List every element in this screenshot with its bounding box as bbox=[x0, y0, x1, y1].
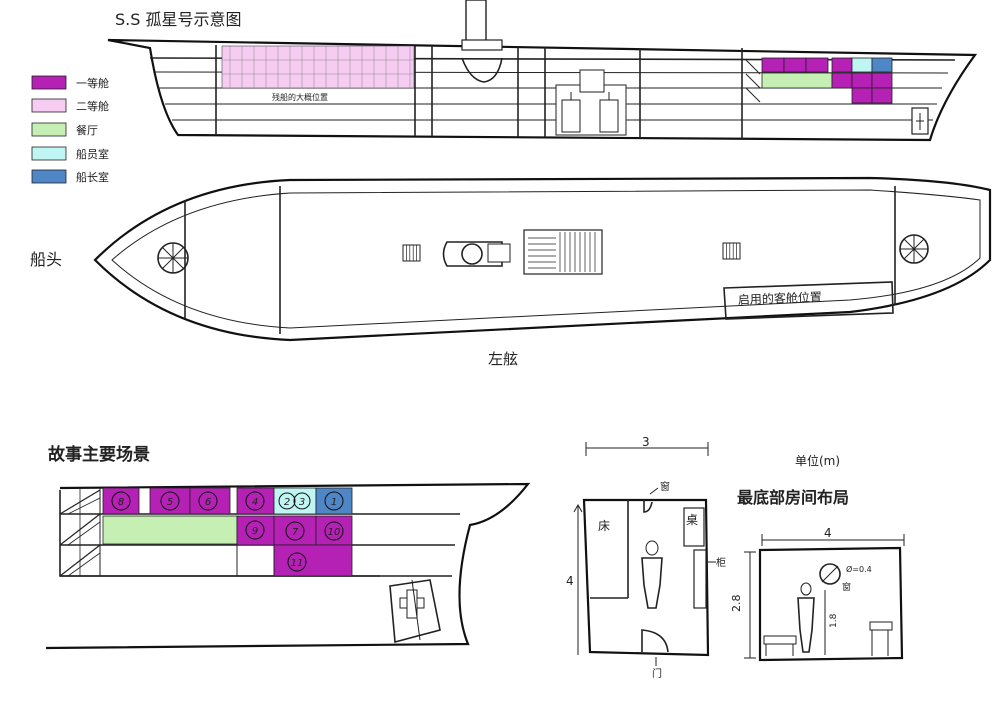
room-number-3: 3 bbox=[299, 497, 305, 508]
room-number-circle-8 bbox=[111, 491, 131, 511]
room-number-circle-7 bbox=[285, 521, 305, 541]
room-number-8: 8 bbox=[118, 497, 124, 508]
plan-door: 门 bbox=[652, 667, 662, 680]
plan-width: 3 bbox=[642, 435, 650, 449]
elevation-height: 2.8 bbox=[730, 595, 743, 613]
plan-desk: 桌 bbox=[686, 513, 698, 527]
engine-skylight bbox=[523, 229, 603, 275]
room-number-circle-6 bbox=[198, 491, 218, 511]
room-number-5: 5 bbox=[167, 497, 173, 508]
unit-label: 单位(m) bbox=[795, 453, 840, 468]
cabin-11 bbox=[273, 544, 353, 577]
legend-label-dining: 餐厅 bbox=[76, 123, 98, 137]
room-elevation: 4 2.8 Ø=0.4 窗 1.8 bbox=[730, 526, 905, 662]
elevation-porthole: Ø=0.4 bbox=[846, 564, 872, 574]
legend-swatch-first-class bbox=[31, 75, 67, 90]
deck-note: 启用的客舱位置 bbox=[738, 289, 822, 307]
person-figure-plan bbox=[641, 540, 663, 609]
plan-cabinet: 柜 bbox=[716, 556, 726, 569]
room-number-7: 7 bbox=[292, 527, 299, 538]
legend-label-first-class: 一等舱 bbox=[76, 76, 109, 90]
room-number-1: 1 bbox=[331, 497, 337, 508]
side-view-note: 残船的大概位置 bbox=[272, 92, 328, 102]
plan-depth: 4 bbox=[566, 574, 574, 588]
legend-label-crew: 船员室 bbox=[76, 147, 109, 161]
story-cabins bbox=[102, 487, 353, 577]
plan-window: 窗 bbox=[660, 480, 670, 493]
room-number-circle-1 bbox=[324, 491, 344, 511]
elevation-figure-height: 1.8 bbox=[829, 613, 839, 628]
room-number-circle-5 bbox=[160, 491, 180, 511]
plan-bed: 床 bbox=[598, 519, 610, 533]
room-number-4: 4 bbox=[252, 497, 258, 508]
room-number-circle-2 bbox=[278, 492, 296, 510]
ship-side-view: 残船的大概位置 bbox=[107, 0, 978, 142]
room-floor-plan: 3 4 床 桌 柜 窗 门 bbox=[566, 435, 726, 680]
engine-room bbox=[555, 69, 627, 136]
dining-room bbox=[102, 515, 238, 545]
room-number-9: 9 bbox=[252, 526, 258, 537]
legend: 一等舱 二等舱 餐厅 船员室 船长室 bbox=[31, 75, 109, 184]
room-number-11: 11 bbox=[291, 558, 304, 569]
elevation-width: 4 bbox=[824, 526, 832, 540]
person-figure-elevation bbox=[797, 582, 815, 653]
room-number-circle-3 bbox=[293, 492, 311, 510]
legend-label-captain: 船长室 bbox=[76, 170, 109, 184]
legend-label-second-class: 二等舱 bbox=[76, 99, 109, 113]
side-second-class-cabins bbox=[221, 45, 415, 89]
elevation-window: 窗 bbox=[842, 581, 851, 593]
side-stern-cabins bbox=[745, 57, 893, 104]
story-title: 故事主要场景 bbox=[48, 444, 150, 465]
room-number-circle-10 bbox=[324, 521, 344, 541]
hatch-fore bbox=[402, 244, 421, 262]
room-number-circle-11 bbox=[287, 552, 307, 572]
room-number-circle-4 bbox=[245, 491, 265, 511]
room-number-2: 2 bbox=[284, 497, 290, 508]
plan-caption: 左舷 bbox=[488, 350, 518, 368]
funnel bbox=[465, 0, 487, 47]
diagram-title: S.S 孤星号示意图 bbox=[115, 10, 242, 29]
room-number-10: 10 bbox=[328, 527, 341, 538]
layout-title: 最底部房间布局 bbox=[737, 488, 849, 507]
room-number-6: 6 bbox=[205, 497, 211, 508]
anchor-wheel-stern bbox=[899, 234, 929, 264]
legend-swatch-captain bbox=[31, 169, 67, 184]
room-number-circle-9 bbox=[245, 520, 265, 540]
anchor-wheel-bow bbox=[157, 242, 189, 274]
bow-label: 船头 bbox=[30, 250, 62, 269]
legend-swatch-crew bbox=[31, 146, 67, 161]
hatch-aft bbox=[722, 242, 741, 260]
legend-swatch-dining bbox=[31, 122, 67, 137]
funnel-base bbox=[442, 241, 511, 267]
legend-swatch-second-class bbox=[31, 98, 67, 113]
ship-plan-view: 启用的客舱位置 bbox=[93, 176, 992, 342]
